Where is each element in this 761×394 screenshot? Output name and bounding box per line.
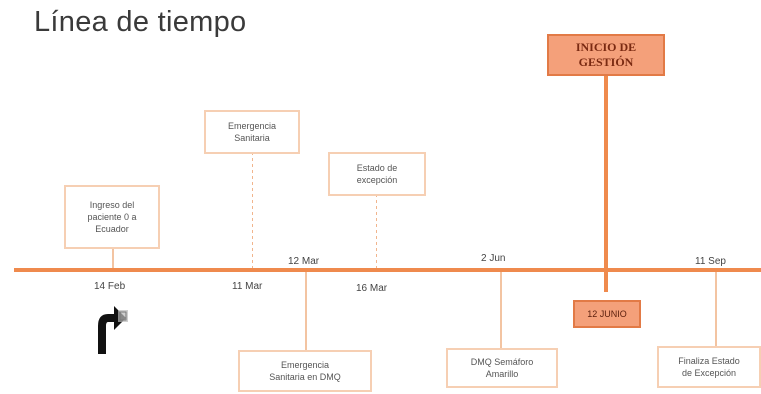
event-date-e3: 12 Mar xyxy=(288,256,320,267)
event-date-e5: 2 Jun xyxy=(481,253,506,264)
connector-e2 xyxy=(252,152,253,268)
event-label-e7: Finaliza Estado de Excepción xyxy=(678,356,740,378)
event-box-e3: Emergencia Sanitaria en DMQ xyxy=(238,350,372,392)
event-box-e4: Estado de excepción xyxy=(328,152,426,196)
event-date-e7: 11 Sep xyxy=(695,256,726,267)
event-date-e4: 16 Mar xyxy=(356,283,388,294)
event-label-e2: Emergencia Sanitaria xyxy=(227,121,277,143)
event-date-e1: 14 Feb xyxy=(94,281,126,292)
event-box-e7: Finaliza Estado de Excepción xyxy=(657,346,761,388)
timeline-axis xyxy=(14,268,761,272)
event-box-e1: Ingreso del paciente 0 a Ecuador xyxy=(64,185,160,249)
page-title: Línea de tiempo xyxy=(34,6,247,38)
hand-pointer-icon xyxy=(92,300,138,361)
connector-e4 xyxy=(376,194,377,268)
gestion-start-box: INICIO DE GESTIÓN xyxy=(547,34,665,76)
connector-e1 xyxy=(112,248,114,270)
event-box-e2: Emergencia Sanitaria xyxy=(204,110,300,154)
connector-e3 xyxy=(305,272,307,350)
gestion-date-label: 12 JUNIO xyxy=(587,309,627,319)
event-date-e2: 11 Mar xyxy=(232,281,263,292)
event-label-e5: DMQ Semáforo Amarillo xyxy=(470,357,534,379)
gestion-start-label: INICIO DE GESTIÓN xyxy=(575,40,637,69)
gestion-line xyxy=(604,74,608,292)
connector-e7 xyxy=(715,272,717,346)
event-box-e5: DMQ Semáforo Amarillo xyxy=(446,348,558,388)
connector-e5 xyxy=(500,272,502,348)
gestion-date-box: 12 JUNIO xyxy=(573,300,641,328)
event-label-e1: Ingreso del paciente 0 a Ecuador xyxy=(87,200,137,234)
event-label-e4: Estado de excepción xyxy=(356,163,398,185)
event-label-e3: Emergencia Sanitaria en DMQ xyxy=(269,360,341,382)
